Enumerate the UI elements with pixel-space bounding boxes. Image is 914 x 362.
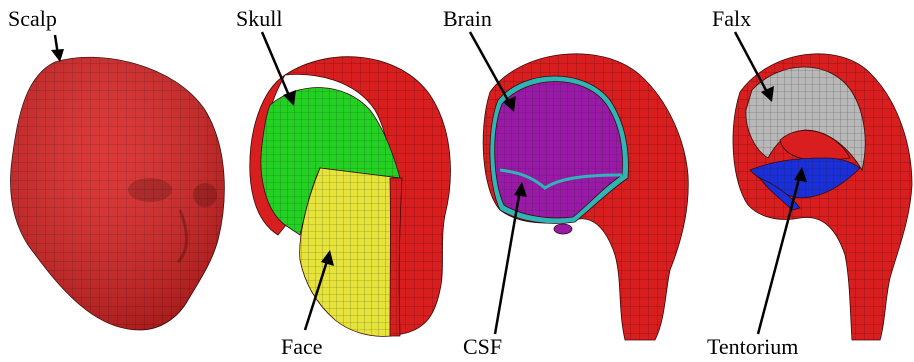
label-tentorium: Tentorium bbox=[707, 336, 798, 358]
label-falx: Falx bbox=[712, 8, 751, 30]
head-falx-tentorium-model bbox=[733, 54, 912, 340]
eye-socket-shape bbox=[128, 178, 172, 202]
label-csf: CSF bbox=[463, 336, 502, 358]
label-face: Face bbox=[281, 336, 323, 358]
label-skull: Skull bbox=[236, 8, 282, 30]
head-scalp-model bbox=[11, 57, 225, 330]
head-brain-csf-model bbox=[483, 54, 688, 340]
label-brain: Brain bbox=[443, 8, 492, 30]
label-scalp: Scalp bbox=[8, 8, 57, 30]
head-skull-face-model bbox=[250, 57, 451, 337]
